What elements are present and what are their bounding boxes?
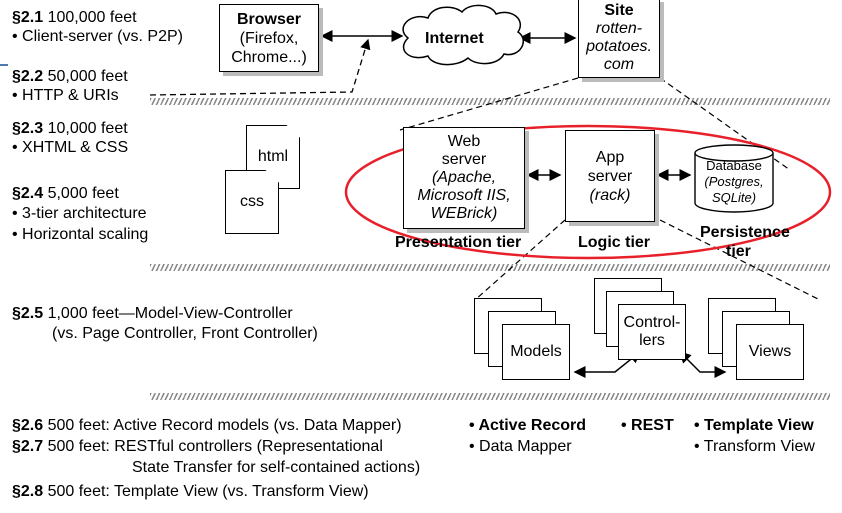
internet-label: Internet — [425, 30, 484, 47]
views-label: Views — [748, 343, 792, 360]
separator-hatch-3 — [150, 393, 830, 400]
level-2-1-heading: §2.1 100,000 feet — [12, 9, 137, 26]
site-title: Site — [604, 2, 634, 19]
three-tier-highlight — [344, 124, 832, 260]
css-doc-icon: css — [225, 170, 279, 234]
controllers-line1: Control- — [623, 314, 681, 331]
pattern-rest: • REST — [621, 417, 674, 434]
slide-edge-line — [0, 64, 8, 66]
site-line1: rotten- — [595, 20, 643, 37]
site-line2: potatoes. — [586, 38, 652, 55]
controllers-views-arrow — [678, 350, 727, 378]
database-text: Database (Postgres, SQLite) — [693, 158, 775, 206]
web-server-line1: Web — [447, 133, 481, 150]
separator-hatch-2 — [150, 264, 830, 271]
database-line1: Database — [706, 158, 762, 173]
level-2-4-bullet-2: • Horizontal scaling — [12, 226, 149, 243]
html-doc-label: html — [257, 148, 289, 165]
app-server-line2: server — [587, 167, 633, 185]
persistence-tier-label-1: Persistence — [700, 224, 790, 241]
level-2-5-line2: (vs. Page Controller, Front Controller) — [52, 325, 318, 342]
css-doc-label: css — [240, 193, 264, 210]
level-2-7-line2: State Transfer for self-contained action… — [132, 459, 421, 476]
site-box: Site rotten- potatoes. com — [578, 0, 660, 78]
persistence-tier-label-2: tier — [726, 243, 751, 260]
controllers-box: Control- lers — [618, 304, 686, 360]
pattern-template-view: • Template View — [694, 417, 814, 434]
models-box: Models — [502, 324, 570, 380]
http-dashed-pointer — [149, 38, 371, 96]
level-2-2-heading: §2.2 50,000 feet — [12, 68, 128, 85]
site-zoom-left — [399, 77, 579, 131]
level-2-1-bullet: • Client-server (vs. P2P) — [12, 28, 183, 45]
internet-cloud-shape — [402, 4, 524, 66]
level-2-2-bullet: • HTTP & URIs — [12, 87, 119, 104]
level-2-3-heading: §2.3 10,000 feet — [12, 120, 128, 137]
controllers-line2: lers — [639, 332, 665, 349]
level-2-4-bullet-1: • 3-tier architecture — [12, 205, 147, 222]
level-2-6-heading: §2.6 500 feet: Active Record models (vs.… — [12, 417, 402, 434]
site-line3: com — [603, 56, 635, 73]
app-zoom-left — [474, 219, 566, 301]
web-server-line2: server — [441, 151, 487, 168]
browser-box: Browser (Firefox, Chrome...) — [219, 4, 319, 72]
views-box: Views — [736, 324, 804, 380]
logic-tier-label: Logic tier — [578, 234, 651, 251]
web-server-line4: Microsoft IIS, — [417, 187, 511, 204]
browser-line1: (Firefox, — [239, 29, 299, 47]
level-2-7-heading: §2.7 500 feet: RESTful controllers (Repr… — [12, 438, 383, 455]
level-2-8-heading: §2.8 500 feet: Template View (vs. Transf… — [12, 483, 369, 500]
level-2-3-bullet: • XHTML & CSS — [12, 139, 129, 156]
database-line3: SQLite) — [711, 190, 757, 205]
pattern-data-mapper: • Data Mapper — [469, 438, 572, 455]
level-2-5-heading: §2.5 1,000 feet—Model-View-Controller — [12, 305, 293, 322]
separator-hatch-1 — [150, 98, 830, 105]
web-server-line3: (Apache, — [431, 169, 497, 186]
models-label: Models — [510, 343, 562, 360]
level-2-4-heading: §2.4 5,000 feet — [12, 185, 119, 202]
pattern-active-record: • Active Record — [469, 417, 587, 434]
app-server-line1: App — [595, 148, 625, 166]
app-server-box: App server (rack) — [565, 130, 655, 222]
presentation-tier-label: Presentation tier — [395, 234, 522, 251]
pattern-transform-view: • Transform View — [694, 438, 815, 455]
database-line2: (Postgres, — [704, 174, 764, 189]
web-server-line5: WEBrick) — [430, 205, 498, 222]
browser-line2: Chrome...) — [231, 48, 307, 66]
browser-title: Browser — [236, 10, 302, 28]
database-cylinder — [694, 144, 774, 213]
web-server-box: Web server (Apache, Microsoft IIS, WEBri… — [403, 127, 525, 229]
app-server-line3: (rack) — [589, 186, 631, 204]
